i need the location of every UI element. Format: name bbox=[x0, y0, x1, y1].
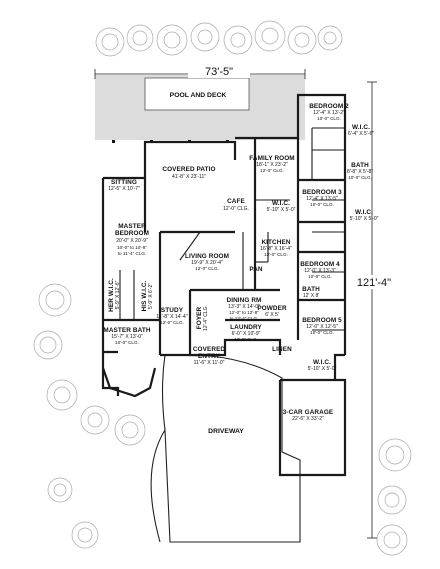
landscape-trees bbox=[33, 20, 412, 556]
room-garage: 3-CAR GARAGE bbox=[283, 409, 334, 416]
overall-depth-label: 121'-4" bbox=[357, 277, 391, 289]
svg-text:12'-0" CLG.: 12'-0" CLG. bbox=[195, 266, 219, 271]
room-pan: PAN bbox=[249, 266, 263, 273]
room-bath-lower: BATH bbox=[302, 286, 320, 293]
svg-text:10'-0" CLG.: 10'-0" CLG. bbox=[308, 274, 332, 279]
svg-text:12'-4" CLG.: 12'-4" CLG. bbox=[203, 305, 209, 331]
interior-partitions bbox=[119, 127, 345, 341]
room-bedroom-2: BEDROOM 2 bbox=[309, 103, 349, 110]
room-covered-patio: COVERED PATIO bbox=[162, 166, 215, 173]
svg-text:5'-9" X 12'-6": 5'-9" X 12'-6" bbox=[115, 280, 121, 309]
svg-text:12'-0" CLG.: 12'-0" CLG. bbox=[260, 168, 284, 173]
room-kitchen: KITCHEN bbox=[261, 239, 290, 246]
svg-text:to 13'-4" CLG.: to 13'-4" CLG. bbox=[230, 316, 259, 321]
svg-text:15'-7" X 13'-0": 15'-7" X 13'-0" bbox=[111, 334, 143, 340]
room-laundry: LAUNDRY bbox=[230, 324, 262, 331]
svg-text:5'-10" X 5'-0": 5'-10" X 5'-0" bbox=[308, 366, 337, 372]
svg-text:10'-0" CLG.: 10'-0" CLG. bbox=[310, 202, 334, 207]
svg-text:10'-0" CLG.: 10'-0" CLG. bbox=[310, 330, 334, 335]
svg-text:12'-0" CLG.: 12'-0" CLG. bbox=[234, 337, 258, 342]
svg-text:12'-0" CLG.: 12'-0" CLG. bbox=[223, 206, 249, 212]
room-master-bedroom: MASTER bbox=[118, 223, 146, 230]
svg-text:20'-0" X 20'-9": 20'-0" X 20'-9" bbox=[116, 238, 148, 244]
room-bedroom-5: BEDROOM 5 bbox=[302, 317, 342, 324]
svg-text:6' X 5': 6' X 5' bbox=[265, 312, 279, 318]
room-bedroom-4: BEDROOM 4 bbox=[300, 261, 340, 268]
svg-text:5'-10" X 5'-0": 5'-10" X 5'-0" bbox=[267, 207, 296, 213]
svg-text:12'-0" X 13'-3": 12'-0" X 13'-3" bbox=[304, 268, 336, 274]
svg-text:19'-9" X 20'-4": 19'-9" X 20'-4" bbox=[191, 260, 223, 266]
room-foyer: FOYER bbox=[196, 306, 203, 329]
svg-text:BEDROOM: BEDROOM bbox=[115, 230, 149, 237]
svg-text:13'-3" X 14'-0": 13'-3" X 14'-0" bbox=[228, 304, 260, 310]
room-family-room: FAMILY ROOM bbox=[249, 155, 294, 162]
room-his-wic: HIS W.I.C. bbox=[141, 280, 148, 311]
svg-text:11'-8" X 14'-4": 11'-8" X 14'-4" bbox=[156, 314, 187, 320]
room-sitting: SITTING bbox=[111, 179, 137, 186]
room-driveway: DRIVEWAY bbox=[208, 428, 244, 435]
svg-text:10'-0" CLG.: 10'-0" CLG. bbox=[348, 175, 372, 180]
svg-text:22'-6" X 33'-2": 22'-6" X 33'-2" bbox=[292, 416, 324, 422]
room-bath-upper: BATH bbox=[351, 162, 369, 169]
svg-text:12'-4" X 13'-2": 12'-4" X 13'-2" bbox=[313, 110, 345, 116]
room-pool-and-deck: POOL AND DECK bbox=[170, 92, 227, 99]
room-powder: POWDER bbox=[257, 305, 287, 312]
room-cafe: CAFE bbox=[227, 198, 245, 205]
house-walls bbox=[101, 93, 347, 477]
room-master-bath: MASTER BATH bbox=[103, 327, 150, 334]
svg-text:12'-0" to 12'-8": 12'-0" to 12'-8" bbox=[229, 310, 259, 315]
room-study: STUDY bbox=[161, 307, 184, 314]
svg-text:10'-0" to 10'-8": 10'-0" to 10'-8" bbox=[117, 245, 147, 250]
svg-text:10'-0" CLG.: 10'-0" CLG. bbox=[317, 116, 341, 121]
room-wic-5: W.I.C. bbox=[313, 359, 331, 366]
svg-text:6'-0" X 10'-9": 6'-0" X 10'-9" bbox=[232, 331, 261, 337]
depth-dimension-line bbox=[367, 81, 377, 539]
svg-text:5'-10" X 5'-0": 5'-10" X 5'-0" bbox=[350, 216, 379, 222]
room-her-wic: HER W.I.C. bbox=[108, 278, 115, 312]
room-wic-2: W.I.C. bbox=[352, 124, 370, 131]
svg-text:18'-1" X 23'-2": 18'-1" X 23'-2" bbox=[256, 162, 288, 168]
svg-text:12'-0" X 12'-5": 12'-0" X 12'-5" bbox=[306, 324, 338, 330]
svg-text:41'-8" X 23'-11": 41'-8" X 23'-11" bbox=[172, 174, 206, 180]
svg-text:12' X 8': 12' X 8' bbox=[303, 293, 319, 299]
svg-text:10'-0" CLG.: 10'-0" CLG. bbox=[115, 340, 139, 345]
svg-text:12'-5" X 10'-7": 12'-5" X 10'-7" bbox=[108, 186, 140, 192]
svg-text:ENTRY: ENTRY bbox=[198, 353, 221, 360]
pool-water bbox=[144, 77, 250, 111]
room-linen: LINEN bbox=[272, 346, 292, 353]
room-bedroom-3: BEDROOM 3 bbox=[302, 189, 342, 196]
svg-text:12'-4" X 13'-5": 12'-4" X 13'-5" bbox=[306, 196, 338, 202]
room-labels: 73'-5" 121'-4" POOL AND DECK COVERED PAT… bbox=[103, 66, 391, 435]
svg-text:12'-0" CLG.: 12'-0" CLG. bbox=[160, 320, 184, 325]
svg-text:11'-6" X 11'-0": 11'-6" X 11'-0" bbox=[194, 360, 225, 366]
overall-width-label: 73'-5" bbox=[205, 66, 233, 78]
svg-text:6'-4" X 5'-6": 6'-4" X 5'-6" bbox=[348, 131, 374, 137]
room-dining-rm: DINING RM bbox=[227, 297, 262, 304]
driveway-shape bbox=[161, 354, 301, 543]
svg-text:5'-9" X 6'-2": 5'-9" X 6'-2" bbox=[148, 283, 154, 309]
svg-text:to 11'-4" CLG.: to 11'-4" CLG. bbox=[118, 251, 146, 256]
room-wic-center: W.I.C. bbox=[272, 200, 290, 207]
room-wic-3: W.I.C. bbox=[355, 209, 373, 216]
svg-text:16'-8" X 16'-4": 16'-8" X 16'-4" bbox=[260, 246, 292, 252]
room-covered-entry: COVERED bbox=[193, 346, 226, 353]
svg-text:8'-8" X 5'-8": 8'-8" X 5'-8" bbox=[347, 169, 373, 175]
master-bath-bay bbox=[101, 350, 157, 398]
room-living-room: LIVING ROOM bbox=[185, 253, 229, 260]
svg-text:12'-0" CLG.: 12'-0" CLG. bbox=[264, 252, 288, 257]
